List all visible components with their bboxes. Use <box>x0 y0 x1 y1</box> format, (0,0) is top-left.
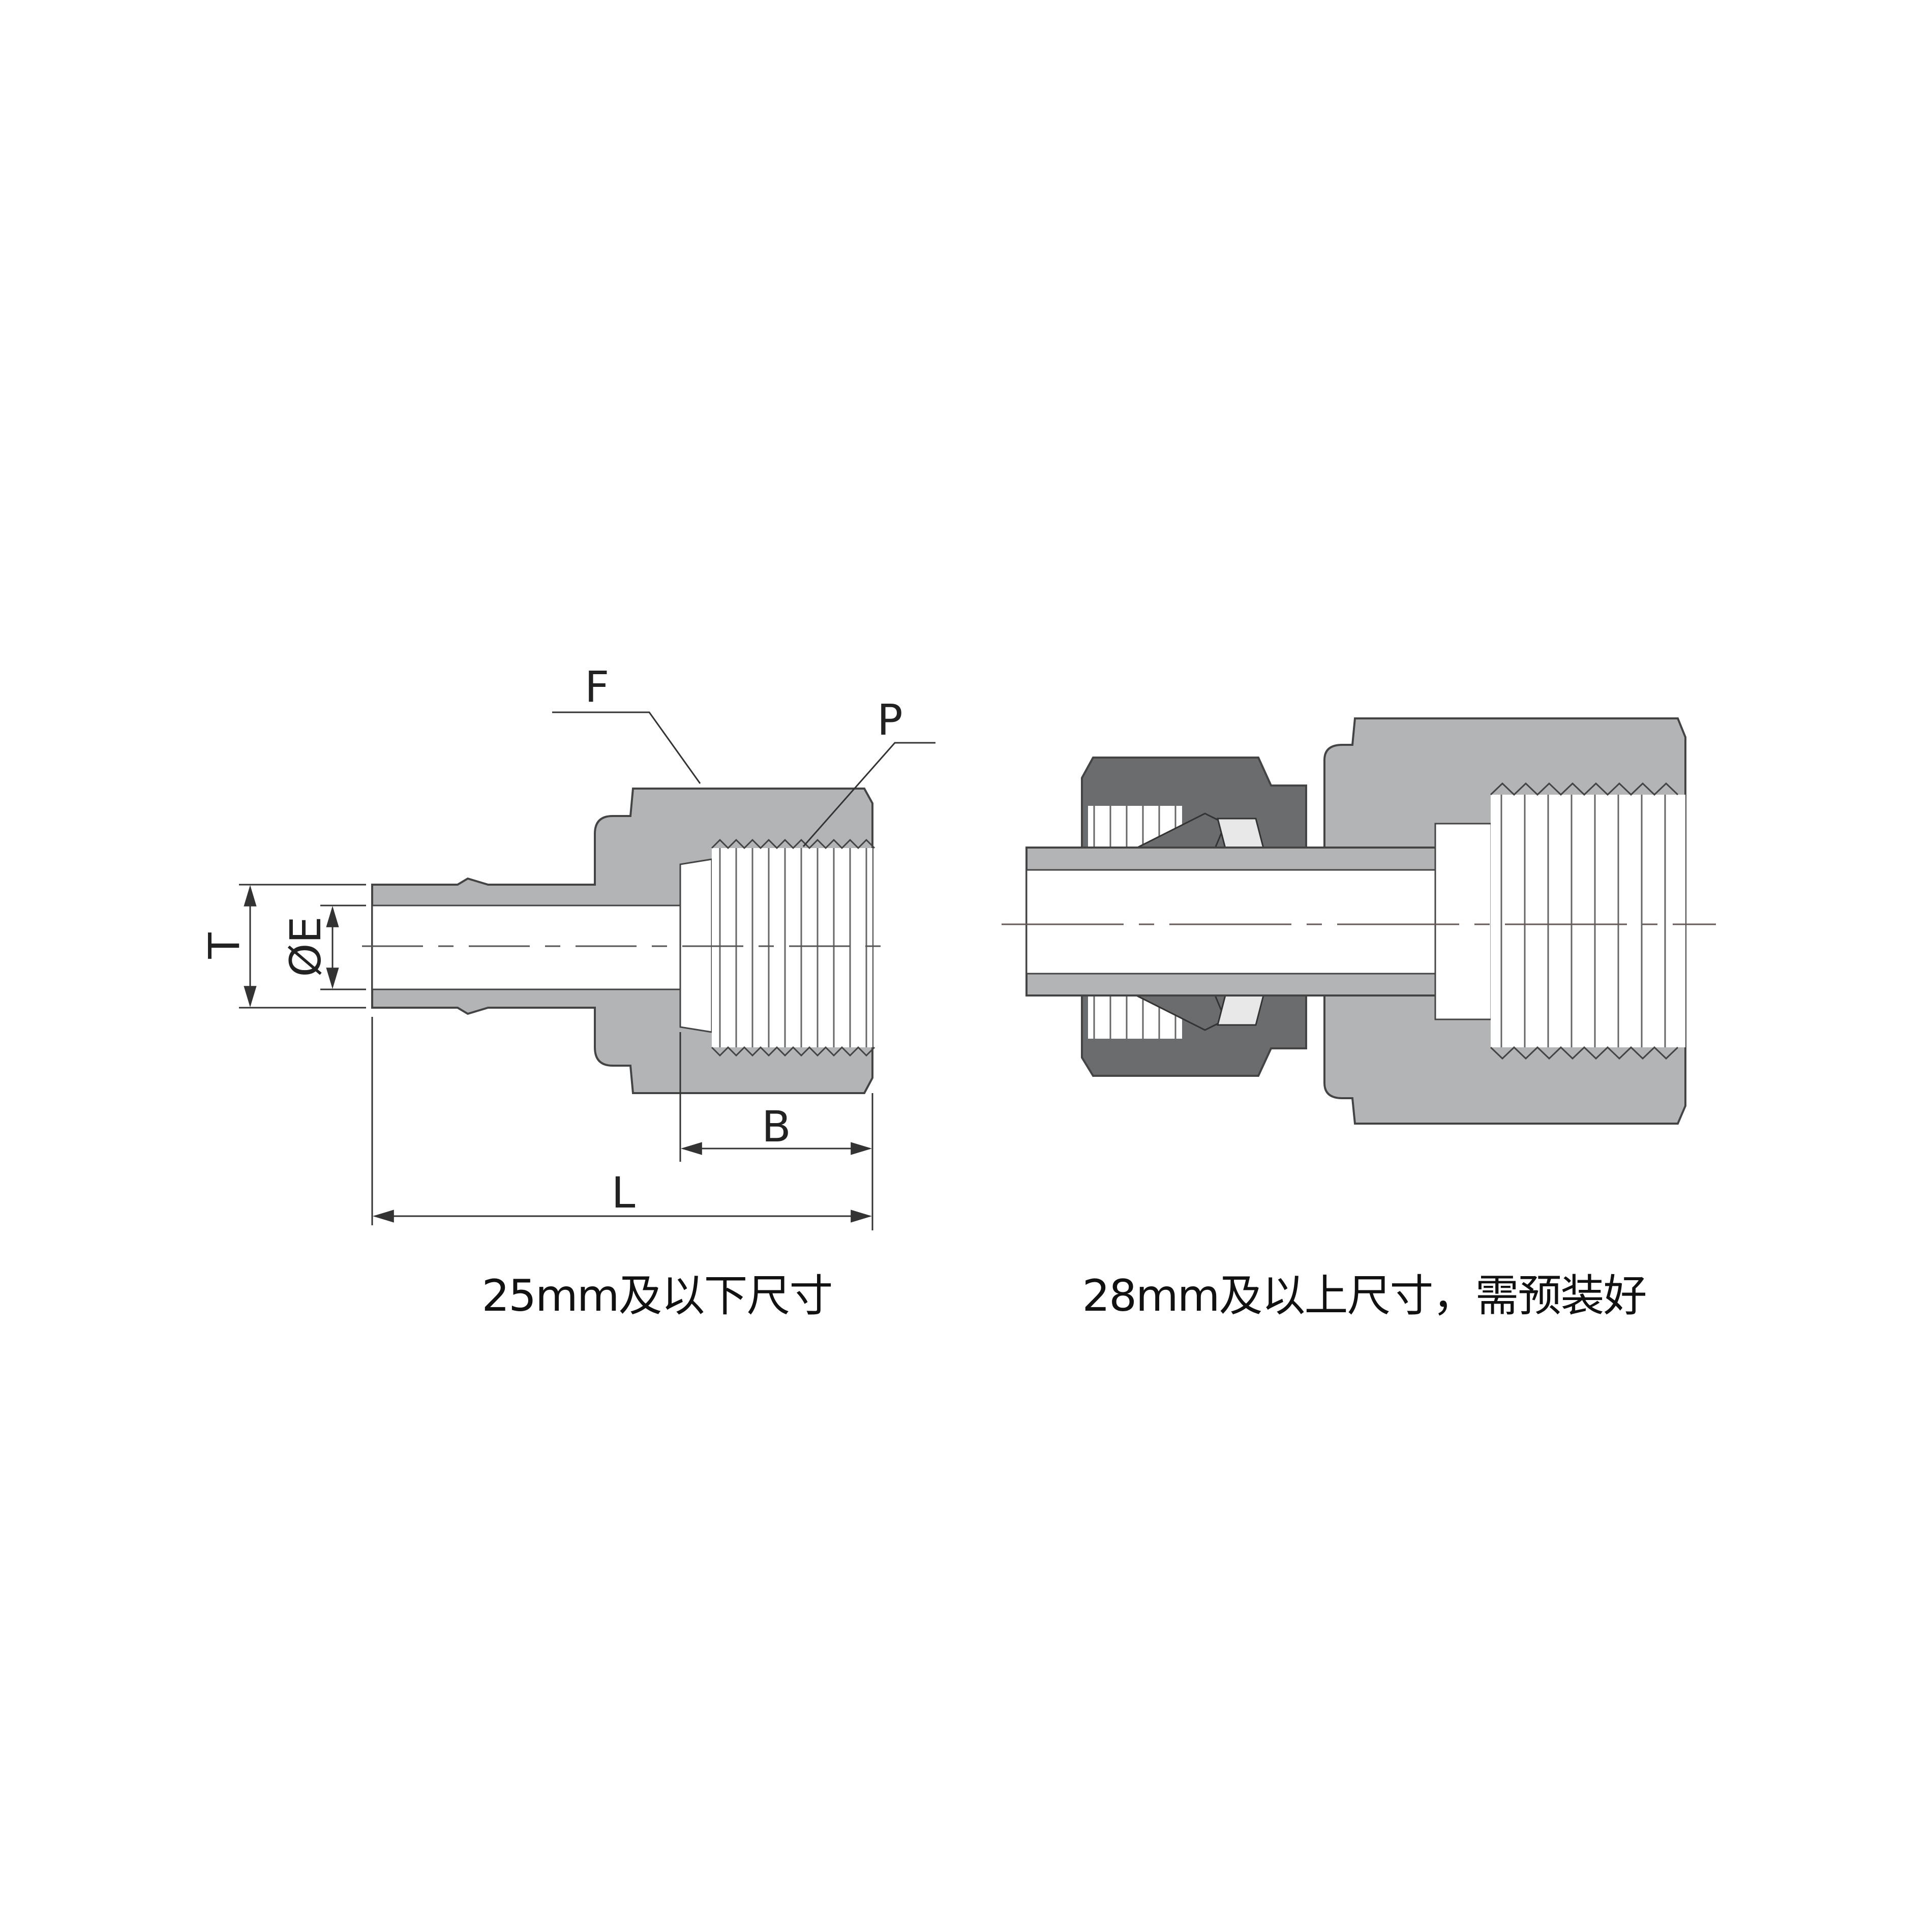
right-fitting <box>1002 717 1716 1125</box>
p-leader <box>802 742 935 847</box>
left-bore <box>371 904 683 990</box>
f-label: F <box>585 662 609 712</box>
f-leader <box>552 711 701 784</box>
e-label: ØE <box>281 916 330 977</box>
b-label: B <box>762 1102 791 1152</box>
right-caption: 28mm及以上尺寸，需预装好 <box>1082 1271 1647 1321</box>
left-fitting: F P T ØE B L <box>199 662 935 1230</box>
p-label: P <box>877 695 903 745</box>
left-caption: 25mm及以下尺寸 <box>481 1271 833 1321</box>
right-tube-bore <box>1025 869 1450 975</box>
t-label: T <box>199 932 249 959</box>
l-label: L <box>612 1168 636 1218</box>
